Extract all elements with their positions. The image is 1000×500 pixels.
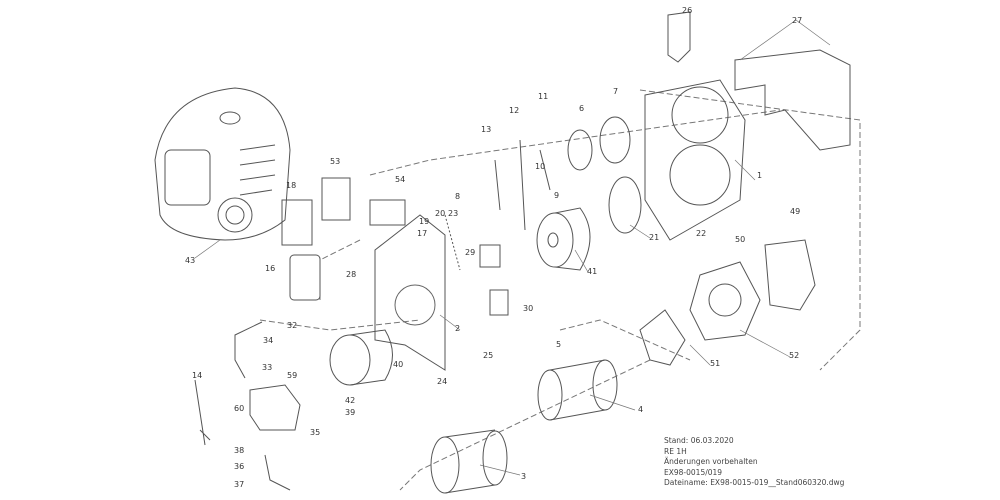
part-16: [289, 254, 321, 301]
label-13: 13: [481, 125, 492, 134]
label-41: 41: [587, 267, 598, 276]
label-17: 17: [417, 229, 428, 238]
label-36: 36: [234, 462, 245, 471]
part-27: [734, 49, 851, 151]
label-34: 34: [263, 336, 274, 345]
label-42: 42: [345, 396, 356, 405]
part-2-plate: [374, 214, 446, 371]
label-52: 52: [789, 351, 800, 360]
label-51: 51: [710, 359, 721, 368]
stand-date: Stand: 06.03.2020: [664, 436, 734, 445]
label-29: 29: [465, 248, 476, 257]
label-53: 53: [330, 157, 341, 166]
label-60: 60: [234, 404, 245, 413]
part-40-motor: [329, 334, 371, 386]
part-18: [281, 199, 313, 246]
label-1: 1: [757, 171, 763, 180]
label-5: 5: [556, 340, 562, 349]
part-30: [489, 289, 509, 316]
label-49: 49: [790, 207, 801, 216]
label-43: 43: [185, 256, 196, 265]
label-35: 35: [310, 428, 321, 437]
part-26: [667, 11, 691, 63]
part-rods: [494, 139, 551, 231]
leader-lines: [194, 19, 831, 476]
label-10: 10: [535, 162, 546, 171]
part-37-fitting: [264, 454, 291, 491]
part-29: [479, 244, 501, 268]
label-20: 20: [435, 209, 446, 218]
label-16: 16: [265, 264, 276, 273]
part-34-pipe: [234, 321, 263, 379]
label-59: 59: [287, 371, 298, 380]
label-22: 22: [696, 229, 707, 238]
label-30: 30: [523, 304, 534, 313]
part-7-ring: [599, 116, 631, 164]
label-39: 39: [345, 408, 356, 417]
label-23: 23: [448, 209, 459, 218]
part-3-tube: [430, 429, 508, 494]
part-51: [639, 309, 686, 366]
part-49-gasket: [764, 239, 816, 311]
label-50: 50: [735, 235, 746, 244]
part-4-tube: [537, 359, 618, 421]
label-24: 24: [437, 377, 448, 386]
assembly-lines: [259, 89, 861, 491]
label-32: 32: [287, 321, 298, 330]
label-14: 14: [192, 371, 203, 380]
label-18: 18: [286, 181, 297, 190]
label-3: 3: [521, 472, 527, 481]
part-21: [608, 176, 642, 234]
label-7: 7: [613, 87, 619, 96]
part-hood: [154, 87, 291, 241]
label-21: 21: [649, 233, 660, 242]
label-12: 12: [509, 106, 520, 115]
label-19: 19: [419, 217, 430, 226]
change-note: Änderungen vorbehalten: [664, 457, 758, 466]
label-26: 26: [682, 6, 693, 15]
label-28: 28: [346, 270, 357, 279]
label-38: 38: [234, 446, 245, 455]
part-35-pump: [249, 384, 301, 431]
part-fan: [536, 207, 591, 271]
label-6: 6: [579, 104, 585, 113]
label-33: 33: [262, 363, 273, 372]
label-40: 40: [393, 360, 404, 369]
part-14: [194, 379, 211, 446]
label-25: 25: [483, 351, 494, 360]
part-54: [369, 199, 406, 226]
label-9: 9: [554, 191, 560, 200]
part-housing: [644, 79, 746, 241]
part-50-flange: [689, 261, 761, 341]
model: RE 1H: [664, 446, 687, 456]
label-2: 2: [455, 324, 461, 333]
part-8-spring: [444, 214, 461, 271]
label-4: 4: [638, 405, 644, 414]
label-27: 27: [792, 16, 803, 25]
title-block: Stand: 06.03.2020 RE 1H Änderungen vorbe…: [664, 436, 844, 489]
label-54: 54: [395, 175, 406, 184]
label-11: 11: [538, 92, 549, 101]
drawing-number: EX98-0015/019: [664, 467, 723, 477]
label-8: 8: [455, 192, 461, 201]
part-53: [321, 177, 351, 221]
label-37: 37: [234, 480, 245, 489]
part-6: [567, 129, 593, 171]
filename: Dateiname: EX98-0015-019__Stand060320.dw…: [664, 478, 845, 487]
